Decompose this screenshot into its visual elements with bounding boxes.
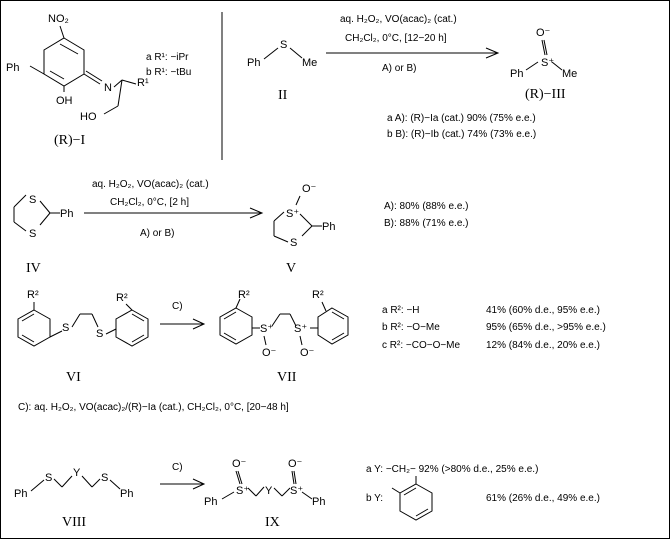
product-V-sulfur-2: S — [290, 237, 297, 249]
viii-sulfur-left: S — [45, 472, 52, 484]
ix-phenyl-left: Ph — [204, 496, 217, 508]
vii-oxygen-right: O⁻ — [300, 347, 315, 359]
product-methyl: Me — [562, 68, 577, 80]
reaction-3-result-a-sub: a R²: −H — [382, 305, 420, 316]
dithiane-sulfur-1: S — [29, 194, 36, 206]
compound-V-label: V — [286, 261, 296, 276]
reaction-1-conditions-2: CH₂Cl₂, 0°C, [12−20 h] — [345, 33, 447, 44]
reaction-3: R² S S R² VI C) R² S⁺ O⁻ S⁺ O⁻ — [17, 289, 606, 413]
vi-r2-right: R² — [116, 292, 128, 304]
compound-I-structure: NO₂ Ph OH N R¹ HO (R)−I a R¹: −iPr b R¹:… — [6, 13, 191, 148]
reaction-4: Ph S Y S Ph VIII C) O⁻ S⁺ Ph Y O⁻ S⁺ Ph … — [14, 458, 600, 530]
vii-sulfur-left: S⁺ — [260, 323, 273, 335]
compound-II-label: II — [278, 88, 288, 103]
ix-sulfur-left: S⁺ — [236, 485, 249, 497]
compound-I-variant-b: b R¹: −tBu — [146, 67, 191, 78]
reaction-3-result-c-sub: c R²: −CO−O−Me — [382, 340, 461, 351]
vii-oxygen-left: O⁻ — [262, 347, 277, 359]
methyl-atom: Me — [302, 57, 317, 69]
reaction-2-result-b: B): 88% (71% e.e.) — [384, 218, 468, 229]
reaction-1-result-a: a A): (R)−Ia (cat.) 90% (75% e.e.) — [387, 113, 536, 124]
imine-nitrogen: N — [104, 82, 112, 94]
reaction-1-conditions-1: aq. H₂O₂, VO(acac)₂ (cat.) — [340, 14, 457, 25]
dithiane-phenyl: Ph — [60, 208, 73, 220]
reaction-2: S S Ph IV aq. H₂O₂, VO(acac)₂ (cat.) CH₂… — [13, 179, 468, 276]
reaction-2-result-a: A): 80% (88% e.e.) — [384, 201, 468, 212]
reaction-4-result-a: a Y: −CH₂− 92% (>80% d.e., 25% e.e.) — [366, 464, 538, 475]
hydroxyl-group: OH — [56, 95, 73, 107]
reaction-3-result-a-val: 41% (60% d.e., 95% e.e.) — [486, 305, 600, 316]
phenyl-substituent: Ph — [6, 62, 19, 74]
reaction-4-result-b-val: 61% (26% d.e., 49% e.e.) — [486, 493, 600, 504]
sulfur-atom: S — [280, 39, 287, 51]
reaction-1-result-b: b B): (R)−Ib (cat.) 74% (73% e.e.) — [387, 129, 536, 140]
ortho-xylylene-icon — [391, 476, 433, 521]
dithiane-sulfur-2: S — [29, 228, 36, 240]
viii-phenyl-right: Ph — [120, 488, 133, 500]
reaction-4-result-b-sub: b Y: — [366, 493, 383, 504]
reaction-1-conditions-3: A) or B) — [382, 63, 416, 74]
compound-VI-label: VI — [66, 370, 81, 385]
compound-VIII-label: VIII — [62, 515, 86, 530]
reaction-3-result-c-val: 12% (84% d.e., 20% e.e.) — [486, 340, 600, 351]
hydroxyl-end: HO — [80, 111, 97, 123]
reaction-3-result-b-sub: b R²: −O−Me — [382, 322, 440, 333]
ix-sulfur-right: S⁺ — [290, 485, 303, 497]
reaction-2-conditions-1: aq. H₂O₂, VO(acac)₂ (cat.) — [92, 179, 209, 190]
nitro-group: NO₂ — [48, 13, 69, 25]
compound-VII-label: VII — [277, 370, 297, 385]
compound-IX-label: IX — [265, 515, 280, 530]
product-V-phenyl: Ph — [322, 221, 335, 233]
ix-oxygen-right: O⁻ — [288, 458, 303, 470]
reaction-3-arrow-label: C) — [172, 301, 183, 312]
viii-phenyl-left: Ph — [14, 488, 27, 500]
ix-oxygen-left: O⁻ — [232, 458, 247, 470]
product-V-oxygen: O⁻ — [302, 183, 317, 195]
viii-sulfur-right: S — [101, 472, 108, 484]
product-phenyl: Ph — [510, 68, 523, 80]
compound-I-label: (R)−I — [54, 133, 86, 148]
product-V-sulfur-1: S⁺ — [286, 208, 299, 220]
vii-sulfur-right: S⁺ — [294, 323, 307, 335]
reaction-4-arrow-label: C) — [172, 462, 183, 473]
reaction-1: Ph S Me II aq. H₂O₂, VO(acac)₂ (cat.) CH… — [247, 14, 577, 140]
product-sulfur: S⁺ — [541, 57, 554, 69]
reaction-2-conditions-2: CH₂Cl₂, 0°C, [2 h] — [110, 197, 189, 208]
reaction-2-conditions-3: A) or B) — [140, 228, 174, 239]
compound-I-variant-a: a R¹: −iPr — [146, 52, 189, 63]
vi-sulfur-right: S — [96, 328, 103, 340]
vii-r2-right: R² — [312, 289, 324, 301]
ix-y-group: Y — [265, 485, 273, 497]
vi-sulfur-left: S — [62, 322, 69, 334]
r1-substituent: R¹ — [137, 77, 149, 89]
reaction-3-result-b-val: 95% (65% d.e., >95% e.e.) — [486, 322, 606, 333]
product-oxygen: O⁻ — [536, 27, 551, 39]
viii-y-group: Y — [73, 467, 81, 479]
vii-r2-left: R² — [238, 289, 250, 301]
vi-r2-left: R² — [27, 289, 39, 301]
phenyl-atom: Ph — [247, 57, 260, 69]
conditions-C-definition: C): aq. H₂O₂, VO(acac)₂/(R)−Ia (cat.), C… — [18, 402, 289, 413]
ix-phenyl-right: Ph — [312, 496, 325, 508]
compound-III-label: (R)−III — [525, 87, 566, 102]
compound-IV-label: IV — [26, 261, 41, 276]
